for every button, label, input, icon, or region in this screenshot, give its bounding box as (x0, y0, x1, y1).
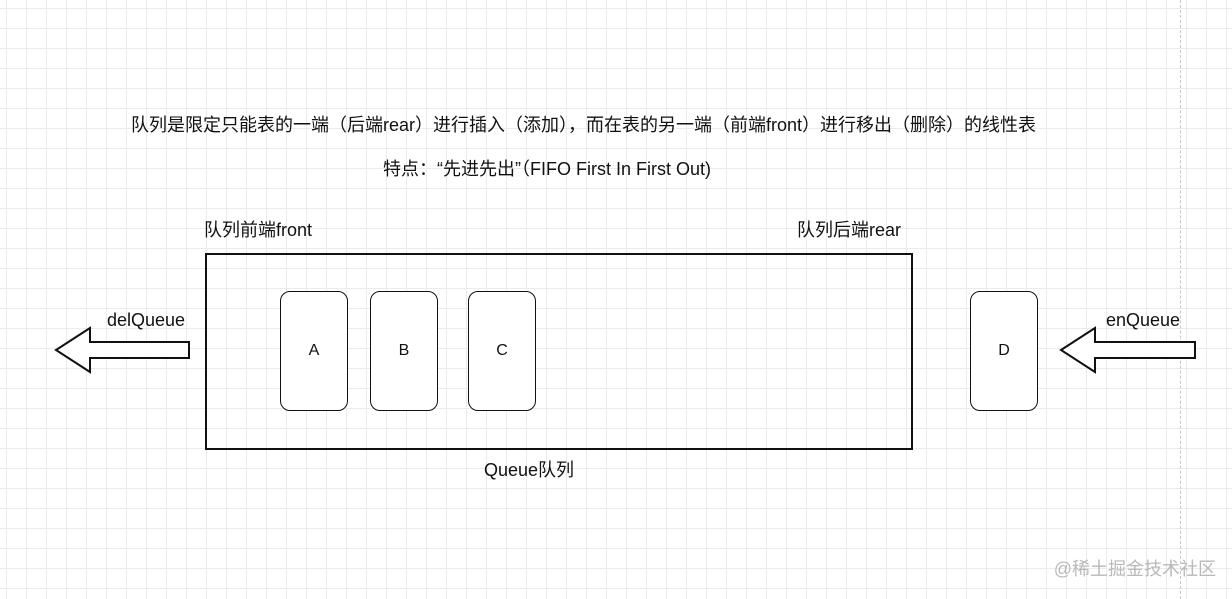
queue-container (205, 253, 913, 450)
queue-item-b: B (370, 291, 438, 411)
incoming-item-d: D (970, 291, 1038, 411)
queue-item-a: A (280, 291, 348, 411)
rear-label: 队列后端rear (797, 220, 902, 240)
feature-text: 特点：“先进先出”（FIFO First In First Out) (383, 159, 711, 179)
dequeue-arrow-icon (54, 326, 190, 374)
queue-item-c: C (468, 291, 536, 411)
queue-label: Queue队列 (484, 460, 575, 480)
front-label: 队列前端front (204, 220, 313, 240)
enqueue-arrow-icon (1059, 326, 1196, 374)
dequeue-label: delQueue (107, 310, 186, 330)
watermark: @稀土掘金技术社区 (1053, 559, 1216, 579)
guide-line (1180, 0, 1181, 599)
enqueue-label: enQueue (1106, 310, 1181, 330)
definition-text: 队列是限定只能表的一端（后端rear）进行插入（添加），而在表的另一端（前端fr… (131, 115, 1037, 135)
